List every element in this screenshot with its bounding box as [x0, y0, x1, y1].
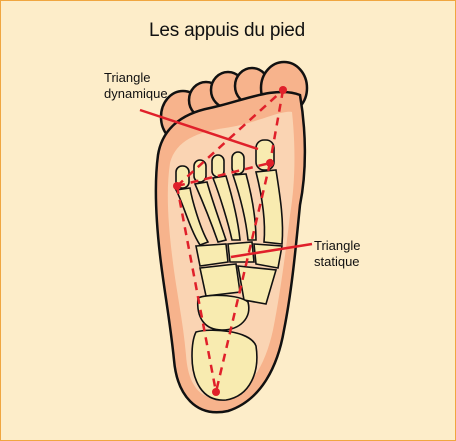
- label-triangle-dynamique: Triangle dynamique: [104, 70, 168, 102]
- label-statique-line1: Triangle: [314, 238, 360, 254]
- label-triangle-statique: Triangle statique: [314, 238, 360, 270]
- label-dynamique-line2: dynamique: [104, 86, 168, 102]
- label-statique-line2: statique: [314, 254, 360, 270]
- label-dynamique-line1: Triangle: [104, 70, 168, 86]
